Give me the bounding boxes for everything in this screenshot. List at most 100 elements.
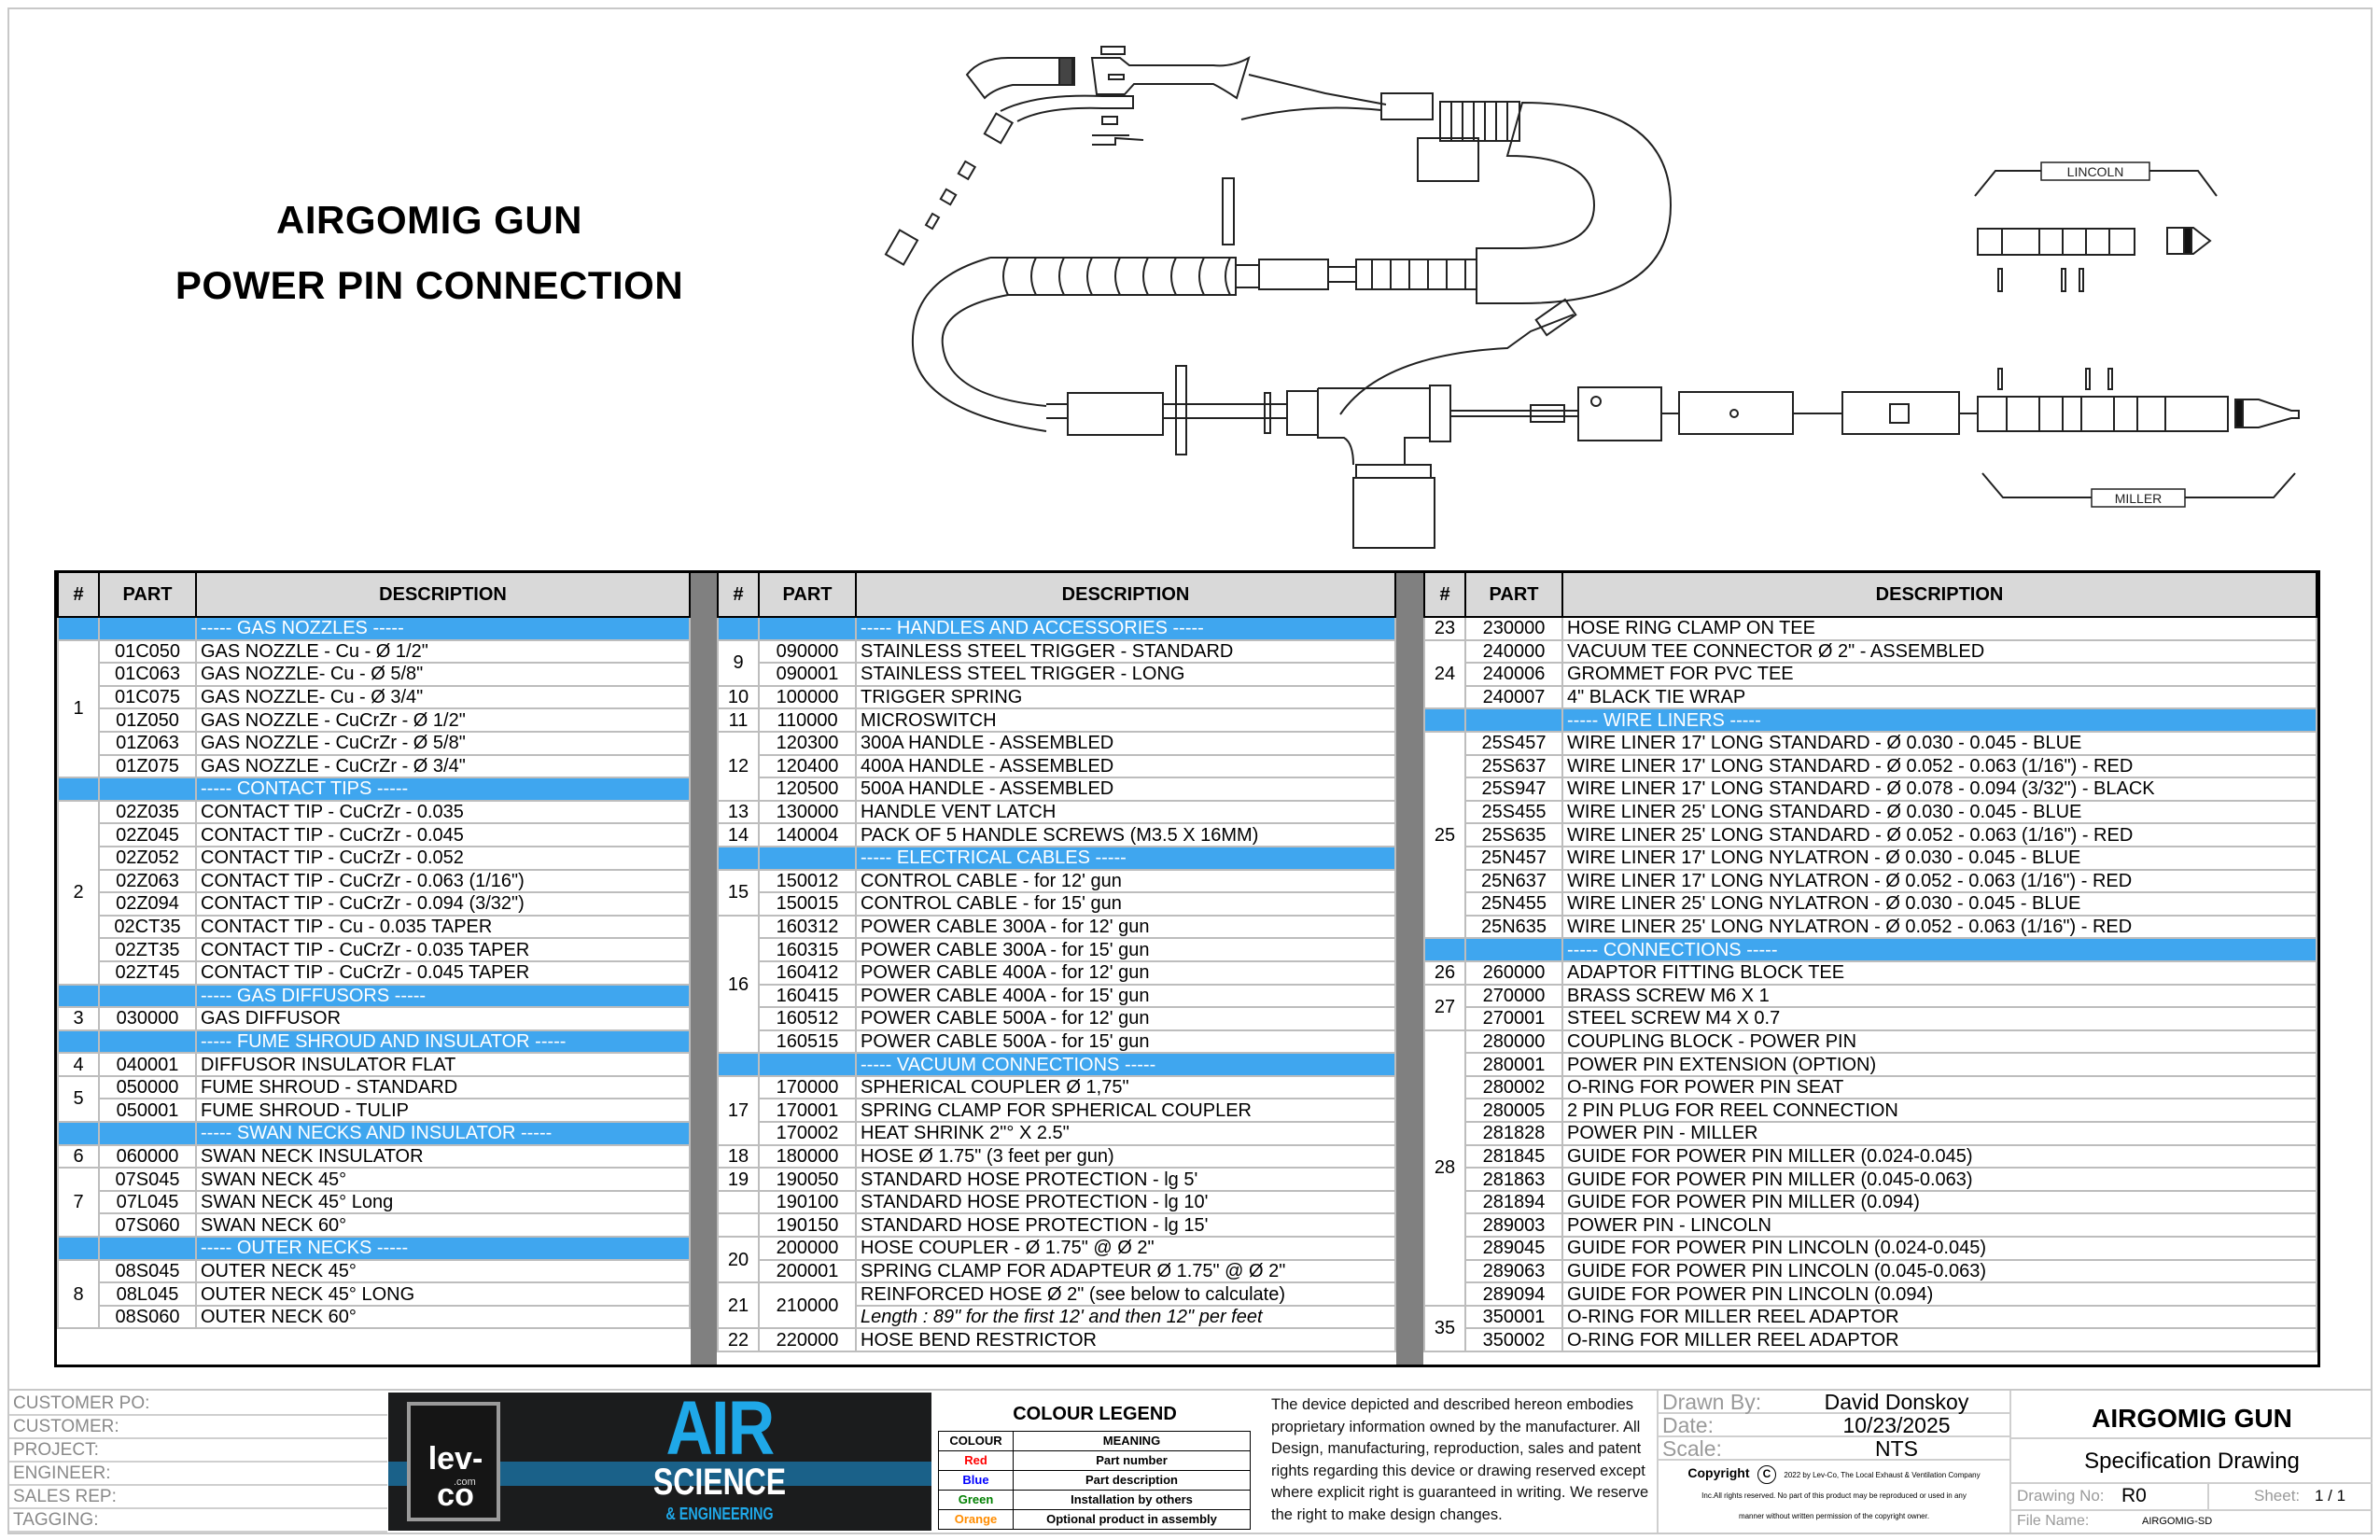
part-number: 160312 bbox=[758, 914, 857, 940]
part-description: STAINLESS STEEL TRIGGER - LONG bbox=[855, 662, 1396, 687]
part-number: 07S060 bbox=[98, 1212, 197, 1239]
engineering-logo-text: & ENGINEERING bbox=[665, 1505, 774, 1523]
drawn-by-value: David Donskoy bbox=[1824, 1390, 1969, 1414]
item-number: 2 bbox=[57, 799, 100, 986]
item-number: 7 bbox=[57, 1167, 100, 1239]
part-description: SPHERICAL COUPLER Ø 1,75" bbox=[855, 1074, 1396, 1100]
part-description: SPRING CLAMP FOR SPHERICAL COUPLER bbox=[855, 1098, 1396, 1124]
part-number: 25S947 bbox=[1464, 777, 1563, 802]
section-header-row: ----- OUTER NECKS ----- bbox=[57, 1236, 691, 1261]
part-number: 08S045 bbox=[98, 1258, 197, 1284]
title-block: AIRGOMIG GUN Specification Drawing Drawi… bbox=[2011, 1391, 2373, 1533]
lincoln-group bbox=[1974, 161, 2218, 292]
legend-colour: Red bbox=[938, 1450, 1014, 1471]
section-header-row: ----- ELECTRICAL CABLES ----- bbox=[717, 845, 1396, 871]
part-description: O-RING FOR MILLER REEL ADAPTOR bbox=[1561, 1304, 2317, 1330]
part-number: 25N637 bbox=[1464, 868, 1563, 894]
part-number: 281863 bbox=[1464, 1167, 1563, 1192]
u-loop-hose bbox=[1476, 101, 1673, 304]
footer-field-label: TAGGING: bbox=[9, 1509, 387, 1533]
part-description: GAS NOZZLE - CuCrZr - Ø 5/8" bbox=[195, 730, 691, 756]
section-title: ----- GAS NOZZLES ----- bbox=[195, 616, 691, 641]
file-name-label: File Name: bbox=[2017, 1513, 2090, 1529]
item-number: 4 bbox=[57, 1052, 100, 1077]
part-description: GUIDE FOR POWER PIN MILLER (0.045-0.063) bbox=[1561, 1167, 2317, 1192]
part-number: 25S637 bbox=[1464, 753, 1563, 779]
copyright-line2: Inc.All rights reserved. No part of this… bbox=[1701, 1491, 1967, 1500]
section-header-row: ----- CONNECTIONS ----- bbox=[1423, 937, 2317, 962]
legend-meaning: Part number bbox=[1013, 1450, 1251, 1471]
part-description: CONTROL CABLE - for 15' gun bbox=[855, 891, 1396, 917]
section-header-row: ----- CONTACT TIPS ----- bbox=[57, 777, 691, 802]
air-logo-text: AIR bbox=[665, 1393, 776, 1471]
part-description: GAS NOZZLE- Cu - Ø 5/8" bbox=[195, 662, 691, 687]
part-number: 281894 bbox=[1464, 1189, 1563, 1215]
part-description: CONTACT TIP - Cu - 0.035 TAPER bbox=[195, 914, 691, 940]
file-name-value: AIRGOMIG-SD bbox=[2142, 1516, 2213, 1527]
footer-field-label: PROJECT: bbox=[9, 1439, 387, 1463]
torch-consumables bbox=[884, 94, 1144, 266]
lincoln-label: LINCOLN bbox=[2067, 164, 2124, 179]
part-number: 090000 bbox=[758, 638, 857, 665]
header-description: DESCRIPTION bbox=[855, 573, 1396, 618]
part-description: HOSE Ø 1.75" (3 feet per gun) bbox=[855, 1143, 1396, 1169]
part-number: 160415 bbox=[758, 983, 857, 1009]
part-number: 02Z063 bbox=[98, 868, 197, 894]
header-num: # bbox=[57, 573, 100, 618]
part-number: 270000 bbox=[1464, 983, 1563, 1009]
part-number: 210000 bbox=[758, 1281, 857, 1330]
legend-colour: Blue bbox=[938, 1470, 1014, 1491]
part-number: 180000 bbox=[758, 1143, 857, 1169]
part-description: GAS NOZZLE - CuCrZr - Ø 3/4" bbox=[195, 753, 691, 779]
part-description: HOSE RING CLAMP ON TEE bbox=[1561, 616, 2317, 641]
torch-cable bbox=[1240, 74, 1520, 182]
part-description: CONTACT TIP - CuCrZr - 0.045 bbox=[195, 822, 691, 847]
footer-divider bbox=[7, 1389, 2373, 1391]
part-description: ADAPTOR FITTING BLOCK TEE bbox=[1561, 959, 2317, 986]
legend-meaning: Part description bbox=[1013, 1470, 1251, 1491]
part-description: SWAN NECK 60° bbox=[195, 1212, 691, 1239]
scale-label: Scale: bbox=[1662, 1436, 1722, 1461]
part-description: WIRE LINER 17' LONG STANDARD - Ø 0.052 -… bbox=[1561, 753, 2317, 779]
part-number: 110000 bbox=[758, 707, 857, 733]
section-header-row: ----- WIRE LINERS ----- bbox=[1423, 707, 2317, 733]
part-number: 140004 bbox=[758, 822, 857, 847]
part-description: SWAN NECK 45° bbox=[195, 1167, 691, 1192]
part-description: OUTER NECK 60° bbox=[195, 1304, 691, 1330]
part-number: 150012 bbox=[758, 868, 857, 894]
part-description: CONTROL CABLE - for 12' gun bbox=[855, 868, 1396, 894]
part-number: 289063 bbox=[1464, 1258, 1563, 1284]
part-number: 280000 bbox=[1464, 1029, 1563, 1055]
part-description: CONTACT TIP - CuCrZr - 0.035 bbox=[195, 799, 691, 825]
part-number: 02ZT35 bbox=[98, 937, 197, 962]
part-number: 01C063 bbox=[98, 662, 197, 687]
